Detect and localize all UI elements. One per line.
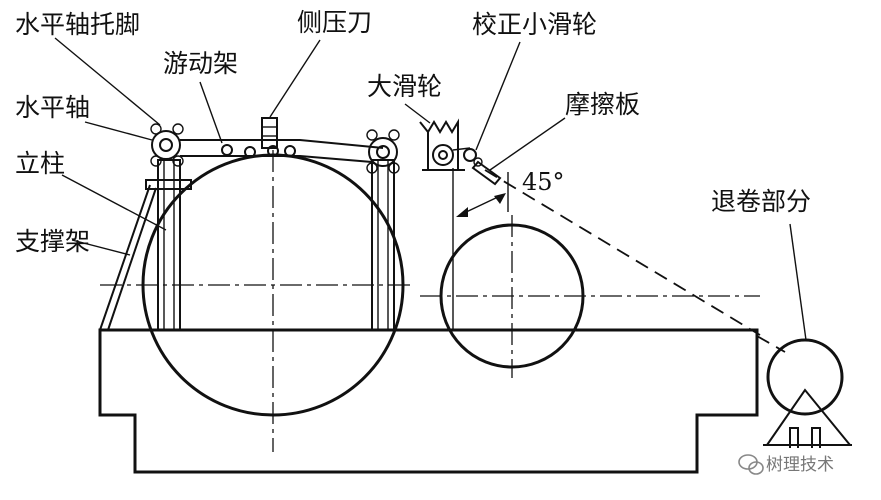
label-column: 立柱: [15, 149, 65, 178]
label-horizontal-shaft-bracket: 水平轴托脚: [15, 10, 140, 39]
machine-base: [98, 328, 759, 474]
label-angle: 45°: [522, 168, 565, 196]
strip-path-dashed: [484, 169, 761, 336]
friction-plate: [471, 160, 502, 186]
label-horizontal-shaft: 水平轴: [15, 93, 90, 122]
label-unwinding-section: 退卷部分: [711, 187, 811, 216]
unwinding-stand: [766, 388, 851, 448]
label-floating-frame: 游动架: [163, 49, 238, 78]
wechat-icon: [738, 454, 764, 475]
column-right: [371, 159, 395, 331]
watermark-text: 树理技术: [766, 455, 834, 475]
label-large-pulley: 大滑轮: [367, 72, 442, 101]
watermark: 树理技术: [738, 454, 834, 475]
label-friction-plate: 摩擦板: [565, 90, 640, 119]
label-correction-small-pulley: 校正小滑轮: [472, 10, 597, 39]
floating-frame-beam: [180, 139, 384, 163]
horizontal-shaft-left: [151, 130, 181, 160]
label-side-press-knife: 侧压刀: [297, 8, 372, 37]
label-support-frame: 支撑架: [15, 227, 90, 256]
correction-small-pulley: [463, 148, 477, 162]
column-left: [157, 159, 181, 331]
angle-dimension: [461, 195, 501, 215]
unwinding-roll: [766, 338, 844, 416]
support-frame-strut: [99, 184, 151, 331]
horizontal-shaft-right: [368, 137, 398, 167]
side-press-knife: [261, 117, 278, 149]
